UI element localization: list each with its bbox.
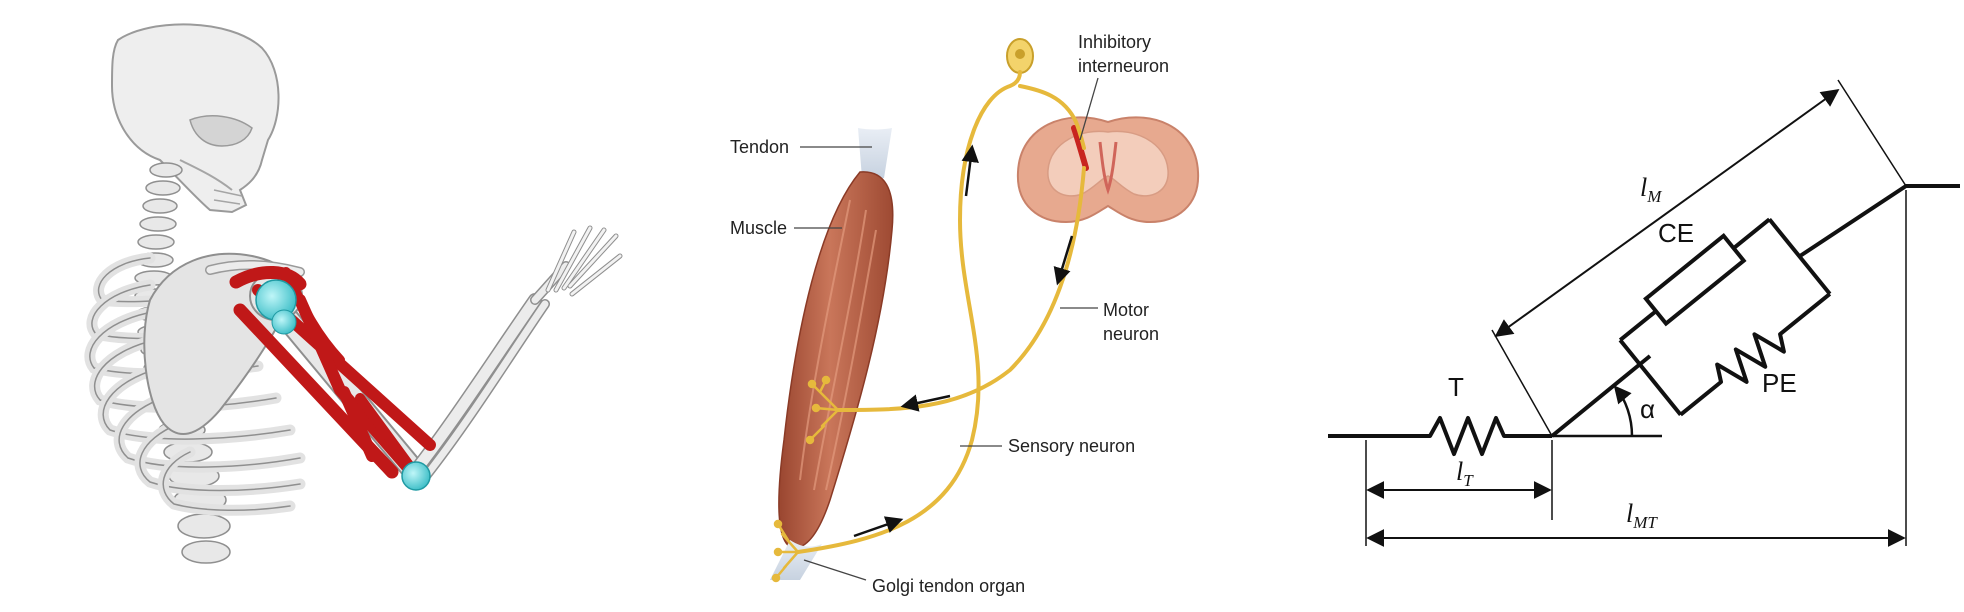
muscle-fiber-line-right: [1798, 184, 1960, 258]
musculoskeletal-model-panel: [84, 23, 623, 564]
contractile-element-box: [1643, 232, 1747, 327]
spinal-cord-illustration: [1016, 116, 1200, 224]
muscle-fiber-line: [1550, 354, 1652, 438]
golgi-leader-line: [803, 559, 867, 581]
label-motor: Motor: [1103, 300, 1149, 320]
motor-endplate-illustration: [805, 375, 840, 445]
label-t: T: [1448, 372, 1464, 402]
signal-direction-arrows: [853, 144, 1074, 538]
hill-muscle-model-panel: [1328, 79, 1960, 547]
golgi-tendon-organ-marker: [771, 519, 800, 583]
inhibitory-interneuron-marker: [1071, 125, 1089, 171]
label-muscle: Muscle: [730, 218, 787, 238]
label-lm: lM: [1640, 173, 1662, 206]
label-neuron: neuron: [1103, 324, 1159, 344]
forearm-illustration: [409, 293, 550, 481]
lm-dimension-arrow: [1494, 88, 1840, 338]
tendon-spring: [1424, 416, 1552, 456]
label-golgi-tendon-organ: Golgi tendon organ: [872, 576, 1025, 596]
lm-extension-left: [1491, 329, 1553, 437]
label-lmt: lMT: [1626, 499, 1658, 532]
nerve-fibers-illustration: [796, 70, 1086, 554]
muscle-belly-illustration: [778, 171, 894, 549]
parallel-elastic-spring: [1679, 292, 1832, 417]
hill-model-labels: lM CE T PE α lT lMT: [1448, 173, 1797, 532]
elbow-joint-marker: [401, 461, 431, 491]
pennation-angle-arc: [1613, 385, 1634, 437]
lm-extension-right: [1837, 79, 1907, 187]
label-pe: PE: [1762, 368, 1797, 398]
label-tendon: Tendon: [730, 137, 789, 157]
skull-illustration: [110, 23, 280, 214]
shoulder-joint-marker: [255, 279, 297, 335]
hand-illustration: [530, 225, 623, 305]
sensory-cell-body-illustration: [1006, 38, 1034, 74]
interneuron-leader-line: [1079, 77, 1099, 141]
tendon-top-illustration: [858, 128, 892, 178]
label-alpha: α: [1640, 394, 1655, 424]
label-lt: lT: [1456, 457, 1474, 490]
label-inhibitory: Inhibitory: [1078, 32, 1151, 52]
label-interneuron: interneuron: [1078, 56, 1169, 76]
label-ce: CE: [1658, 218, 1694, 248]
label-sensory-neuron: Sensory neuron: [1008, 436, 1135, 456]
reflex-pathway-panel: Inhibitory interneuron Tendon Muscle Mot…: [730, 32, 1200, 596]
